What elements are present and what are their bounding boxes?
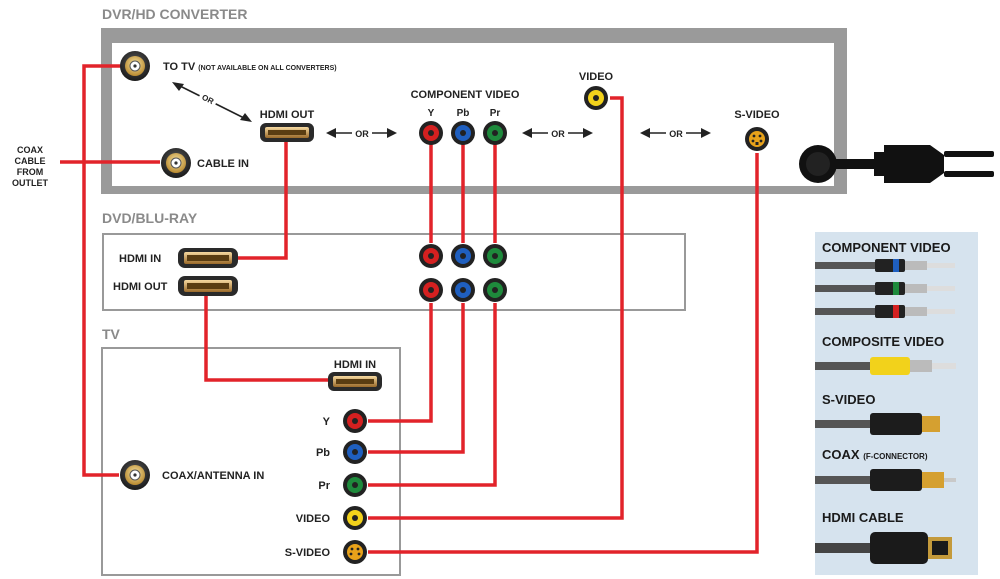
tv-svideo-label: S-VIDEO [285,547,331,559]
converter-svideo-jack [745,127,769,151]
or-arrow-3: OR [522,127,593,139]
converter-section-title: DVR/HD CONVERTER [102,6,247,22]
cable-in-coax-jack [161,148,191,178]
converter-pr-jack [483,121,507,145]
svideo-cable-icon [815,413,940,435]
coax-outlet-line3: FROM [17,167,44,177]
coax-outlet-line4: OUTLET [12,178,48,188]
converter-y-jack [419,121,443,145]
tv-coax-in-label: COAX/ANTENNA IN [162,470,264,482]
tv-hdmi-in-port [328,372,382,391]
y-wire-bottom [368,303,433,423]
pb-wire-bottom [368,303,465,454]
to-tv-label: TO TV [163,61,196,73]
legend-composite-label: COMPOSITE VIDEO [822,334,944,349]
tv-y-jack [343,409,367,433]
converter-video-label: VIDEO [579,71,614,83]
dvd-hdmi-in-port [178,248,238,268]
pr-wire-bottom [368,303,497,487]
legend-svideo-label: S-VIDEO [822,392,875,407]
tv-pr-label: Pr [318,480,330,492]
dvd-component-out-jacks [419,278,507,302]
converter-video-jack [584,86,608,110]
connection-wires [60,64,759,554]
tv-pb-label: Pb [316,447,330,459]
component-cable-icon [815,259,955,318]
tv-pb-jack [343,440,367,464]
or-arrow-2: OR [326,127,397,139]
video-wire [368,96,624,520]
dvd-hdmi-out-port [178,276,238,296]
converter-hdmi-out-label: HDMI OUT [260,109,315,121]
hdmi-cable-icon [815,532,952,564]
tv-video-label: VIDEO [296,513,331,525]
legend-hdmi-label: HDMI CABLE [822,510,904,525]
converter-pb-jack [451,121,475,145]
dvd-section-title: DVD/BLU-RAY [102,210,198,226]
tv-y-label: Y [323,416,331,428]
tv-video-jack [343,506,367,530]
tv-coax-in-jack [120,460,150,490]
converter-y-label: Y [428,108,435,119]
svg-text:TO TV (NOT AVAILABLE ON AL: TO TV (NOT AVAILABLE ON ALL CONVERTERS) [163,61,337,73]
tv-hdmi-in-label: HDMI IN [334,359,376,371]
hdmi-converter-dvd-wire [238,141,288,260]
cable-in-label: CABLE IN [197,158,249,170]
svg-text:OR: OR [551,129,565,139]
coax-outlet-line2: CABLE [15,156,46,166]
legend-component-label: COMPONENT VIDEO [822,240,951,255]
power-plug-icon [799,145,994,183]
converter-pb-label: Pb [457,108,470,119]
tv-svideo-jack [343,540,367,564]
dvd-hdmi-out-label: HDMI OUT [113,281,168,293]
composite-cable-icon [815,357,956,375]
converter-hdmi-out-port [260,123,314,142]
svg-text:OR: OR [669,129,683,139]
to-tv-coax-jack [120,51,150,81]
coax-outlet-line1: COAX [17,145,43,155]
dvd-hdmi-in-label: HDMI IN [119,253,161,265]
dvd-panel [102,233,686,311]
dvd-component-in-jacks [419,244,507,268]
converter-pr-label: Pr [490,108,501,119]
legend-coax-label: COAX (F-CONNECTOR) [822,447,928,462]
svideo-wire [368,153,759,554]
converter-svideo-label: S-VIDEO [734,109,780,121]
converter-panel [101,28,847,194]
svg-text:OR: OR [355,129,369,139]
hdmi-dvd-tv-wire [204,286,330,382]
coax-to-tv-wire [82,64,121,477]
to-tv-note: (NOT AVAILABLE ON ALL CONVERTERS) [198,65,336,72]
tv-pr-jack [343,473,367,497]
coax-cable-icon [815,469,956,491]
converter-component-label: COMPONENT VIDEO [411,89,520,101]
tv-section-title: TV [102,326,121,342]
or-arrow-4: OR [640,127,711,139]
